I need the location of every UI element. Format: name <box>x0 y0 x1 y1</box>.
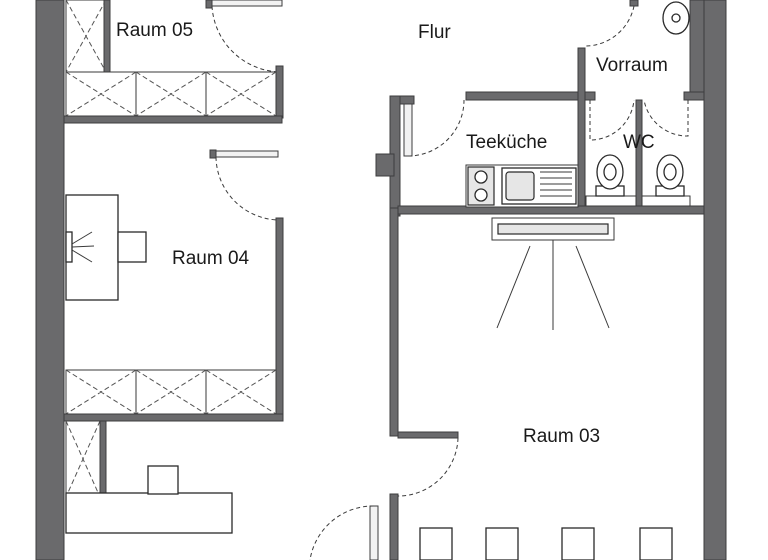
label-raum03: Raum 03 <box>523 426 600 447</box>
vorraum-left-wall <box>577 47 586 207</box>
label-flur: Flur <box>418 22 451 43</box>
right-exterior-wall <box>703 0 727 560</box>
raum05-right-wall <box>275 65 284 119</box>
raum05-partition-wall <box>103 0 111 73</box>
corridor-walls <box>375 0 705 437</box>
raum04-lamp-rays <box>71 231 95 263</box>
wc-door-swing-right <box>643 99 689 137</box>
raum03-chair-3 <box>561 527 595 560</box>
raum05-door-frame <box>205 0 213 9</box>
raum03-door-frame <box>397 431 459 439</box>
raum04-lamp-base <box>65 231 73 263</box>
label-raum04: Raum 04 <box>172 248 250 269</box>
vorraum-bottom-wall <box>584 91 596 101</box>
raum03-left-wall <box>389 207 399 437</box>
raum04-desk <box>65 194 119 301</box>
wc-door-swing-left <box>589 99 635 141</box>
teekueche-top-wall <box>465 91 585 101</box>
teekueche-wall-stub <box>375 153 395 177</box>
bottom-left-area <box>65 420 233 534</box>
raum04-right-wall <box>275 217 284 419</box>
raum03-door2-swing <box>309 505 375 560</box>
teekueche-door-swing <box>407 99 465 157</box>
raum04-chair <box>117 231 147 263</box>
raum03-area <box>309 217 673 560</box>
raum03-chair-4 <box>639 527 673 560</box>
exterior-walls <box>35 0 727 560</box>
right-upper-wall <box>689 0 705 97</box>
raum04-area <box>63 149 284 422</box>
projection-rays <box>496 240 610 330</box>
bottom-chair <box>147 465 179 495</box>
wc-bench-left <box>585 195 637 207</box>
teekueche-fixtures <box>465 164 579 208</box>
wc-bench-right <box>641 195 691 207</box>
left-exterior-wall <box>35 0 65 560</box>
wall-raum05-raum04 <box>63 115 283 124</box>
raum03-lower-left-wall <box>389 493 399 560</box>
wc-fixtures <box>584 1 705 207</box>
raum03-door-swing <box>397 437 459 497</box>
bottom-desk <box>65 492 233 534</box>
wc-partition <box>635 99 643 207</box>
wall-raum04-below <box>63 413 284 422</box>
raum03-door2-frame <box>369 505 379 560</box>
label-vorraum: Vorraum <box>596 55 668 76</box>
label-wc: WC <box>623 132 655 153</box>
label-teekueche: Teeküche <box>466 132 547 153</box>
raum04-door-swing <box>215 156 281 221</box>
room-labels: Raum 05 Flur Vorraum Teeküche WC Raum 04… <box>116 20 668 447</box>
raum03-chair-1 <box>419 527 453 560</box>
vorraum-door-swing <box>585 5 635 47</box>
label-raum05: Raum 05 <box>116 20 193 41</box>
raum05-door-swing <box>211 5 283 73</box>
raum05-area <box>63 0 284 124</box>
raum03-chair-2 <box>485 527 519 560</box>
